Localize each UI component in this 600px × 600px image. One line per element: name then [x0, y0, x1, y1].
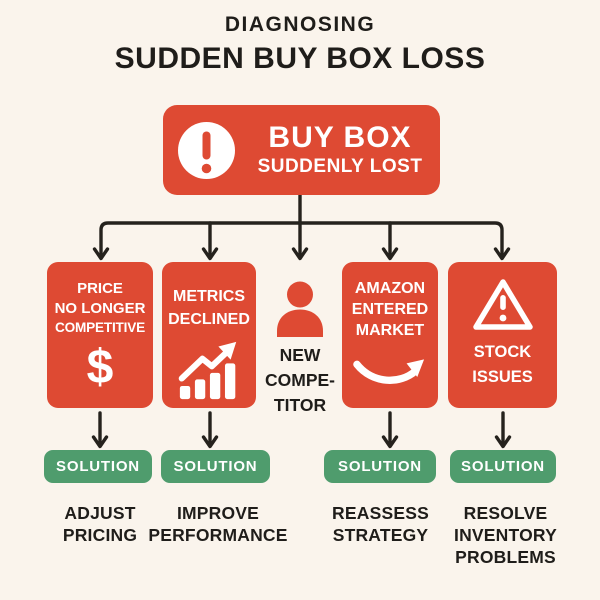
cause-node-new-competitor [273, 281, 327, 338]
cause-node-price-label: PRICE NO LONGER COMPETITIVE [54, 280, 146, 335]
cause-node-amazon-label: AMAZON ENTERED MARKET [351, 280, 429, 339]
dollar-icon: $ [86, 341, 114, 395]
person-icon [277, 281, 323, 337]
bar-chart-trend-icon [178, 341, 237, 399]
action-label-improve-performance: IMPROVE PERFORMANCE [148, 503, 288, 545]
action-label-reassess-strategy: REASSESS STRATEGY [332, 503, 429, 545]
root-node-title: BUY BOX [268, 120, 412, 154]
action-label-resolve-inventory: RESOLVE INVENTORY PROBLEMS [454, 503, 557, 567]
cause-node-metrics-label: METRICS DECLINED [168, 288, 250, 329]
root-node-subtitle: SUDDENLY LOST [257, 156, 423, 178]
title-kicker: DIAGNOSING [224, 13, 376, 36]
cause-node-stock-label: STOCK ISSUES [472, 343, 533, 386]
alert-exclamation-icon [178, 121, 235, 179]
cause-node-metrics: METRICS DECLINED [162, 262, 256, 408]
cause-node-new-competitor-label: NEW COMPE- TITOR [265, 345, 335, 415]
root-node-buy-box-lost: BUY BOX SUDDENLY LOST [163, 105, 440, 195]
warning-triangle-icon [472, 279, 533, 330]
solution-badge-amazon: SOLUTION [324, 450, 436, 483]
page-title: SUDDEN BUY BOX LOSS [114, 42, 486, 75]
amazon-smile-icon [353, 359, 425, 384]
action-label-adjust-pricing: ADJUST PRICING [62, 503, 138, 545]
solution-badge-price: SOLUTION [44, 450, 152, 483]
solution-badge-stock: SOLUTION [450, 450, 556, 483]
root-node-text: BUY BOX SUDDENLY LOST [250, 122, 440, 179]
cause-node-stock: STOCK ISSUES [448, 262, 557, 408]
cause-node-price: PRICE NO LONGER COMPETITIVE $ [47, 262, 153, 408]
solution-badge-metrics: SOLUTION [161, 450, 270, 483]
cause-node-amazon: AMAZON ENTERED MARKET [342, 262, 438, 408]
